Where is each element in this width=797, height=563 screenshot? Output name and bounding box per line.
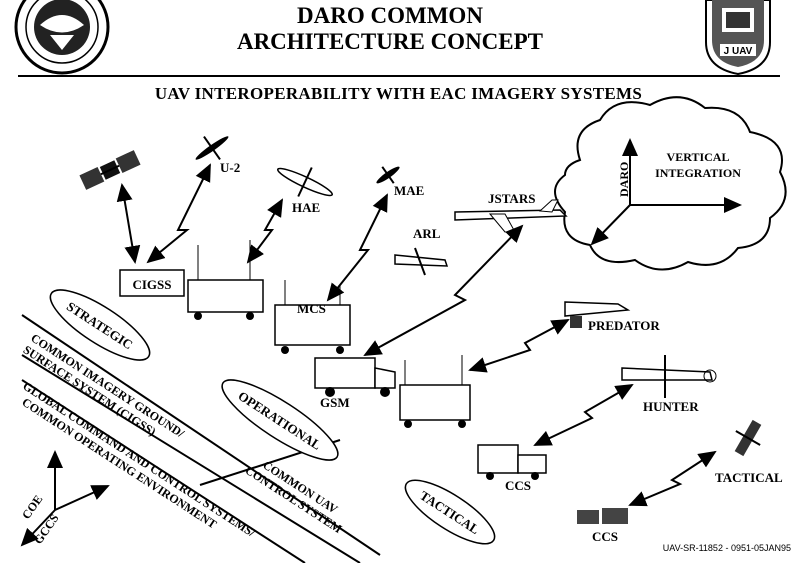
arl-label: ARL bbox=[413, 226, 441, 241]
mcs-trailer-icon bbox=[274, 280, 351, 354]
link-arrows bbox=[116, 163, 717, 507]
u2-label: U-2 bbox=[220, 160, 240, 175]
gccs-label: GCCS bbox=[31, 511, 62, 547]
jstars-aircraft-icon bbox=[454, 199, 568, 233]
title-line-2: ARCHITECTURE CONCEPT bbox=[236, 29, 544, 54]
predator-uav-icon bbox=[564, 301, 631, 328]
dod-seal-icon bbox=[14, 0, 110, 75]
cigss-label: CIGSS bbox=[132, 277, 171, 292]
joint-uav-seal-icon: J UAV bbox=[705, 0, 771, 76]
cigss-box bbox=[119, 269, 185, 297]
ccs-portable-icon bbox=[577, 508, 628, 524]
ccs-label-1: CCS bbox=[505, 478, 531, 493]
vertical-integration-cloud: DARO VERTICAL INTEGRATION bbox=[554, 96, 787, 271]
daro-axis-label: DARO bbox=[617, 162, 631, 197]
ccs-truck-icon bbox=[477, 444, 547, 480]
tactical-level: TACTICAL bbox=[404, 479, 496, 545]
tactical-uav-icon bbox=[734, 419, 762, 457]
vertical-label: VERTICAL bbox=[667, 150, 730, 164]
predator-label: PREDATOR bbox=[588, 318, 660, 333]
hae-trailer-link bbox=[246, 198, 283, 264]
subtitle: UAV INTEROPERABILITY WITH EAC IMAGERY SY… bbox=[154, 84, 643, 103]
predator-trailer-link bbox=[468, 319, 570, 373]
hunter-ccs-link bbox=[533, 384, 634, 446]
operational-trailer-icon bbox=[399, 355, 471, 428]
hunter-uav-icon bbox=[621, 355, 717, 398]
mcs-label: MCS bbox=[297, 301, 326, 316]
mae-aircraft-icon bbox=[376, 166, 400, 184]
mae-mcs-link bbox=[326, 193, 388, 302]
gsm-label: GSM bbox=[320, 395, 350, 410]
arl-aircraft-icon bbox=[394, 247, 449, 276]
coe-gccs-axis bbox=[20, 450, 110, 547]
tactical-uav-label: TACTICAL bbox=[715, 470, 783, 485]
mae-label: MAE bbox=[394, 183, 424, 198]
header-rule bbox=[18, 75, 780, 77]
document-id-footer: UAV-SR-11852 - 0951-05JAN95 bbox=[662, 543, 791, 553]
coe-label: COE bbox=[19, 492, 45, 521]
satellite-icon bbox=[79, 150, 141, 190]
cigss-trailer-icon bbox=[187, 240, 264, 320]
u2-cigss-link bbox=[146, 163, 211, 264]
ccs-label-2: CCS bbox=[592, 529, 618, 544]
integration-label: INTEGRATION bbox=[655, 166, 741, 180]
jstars-label: JSTARS bbox=[488, 191, 535, 206]
satellite-cigss-link bbox=[116, 183, 141, 264]
jstars-gsm-link bbox=[363, 224, 524, 356]
tactical-ccs-link bbox=[628, 450, 717, 507]
title-line-1: DARO COMMON bbox=[297, 3, 483, 28]
seal-text: J UAV bbox=[724, 46, 753, 57]
hunter-label: HUNTER bbox=[643, 399, 699, 414]
band-lines bbox=[21, 314, 381, 563]
hae-label: HAE bbox=[292, 200, 320, 215]
u2-aircraft-icon bbox=[195, 135, 229, 161]
gsm-truck-icon bbox=[314, 357, 396, 397]
